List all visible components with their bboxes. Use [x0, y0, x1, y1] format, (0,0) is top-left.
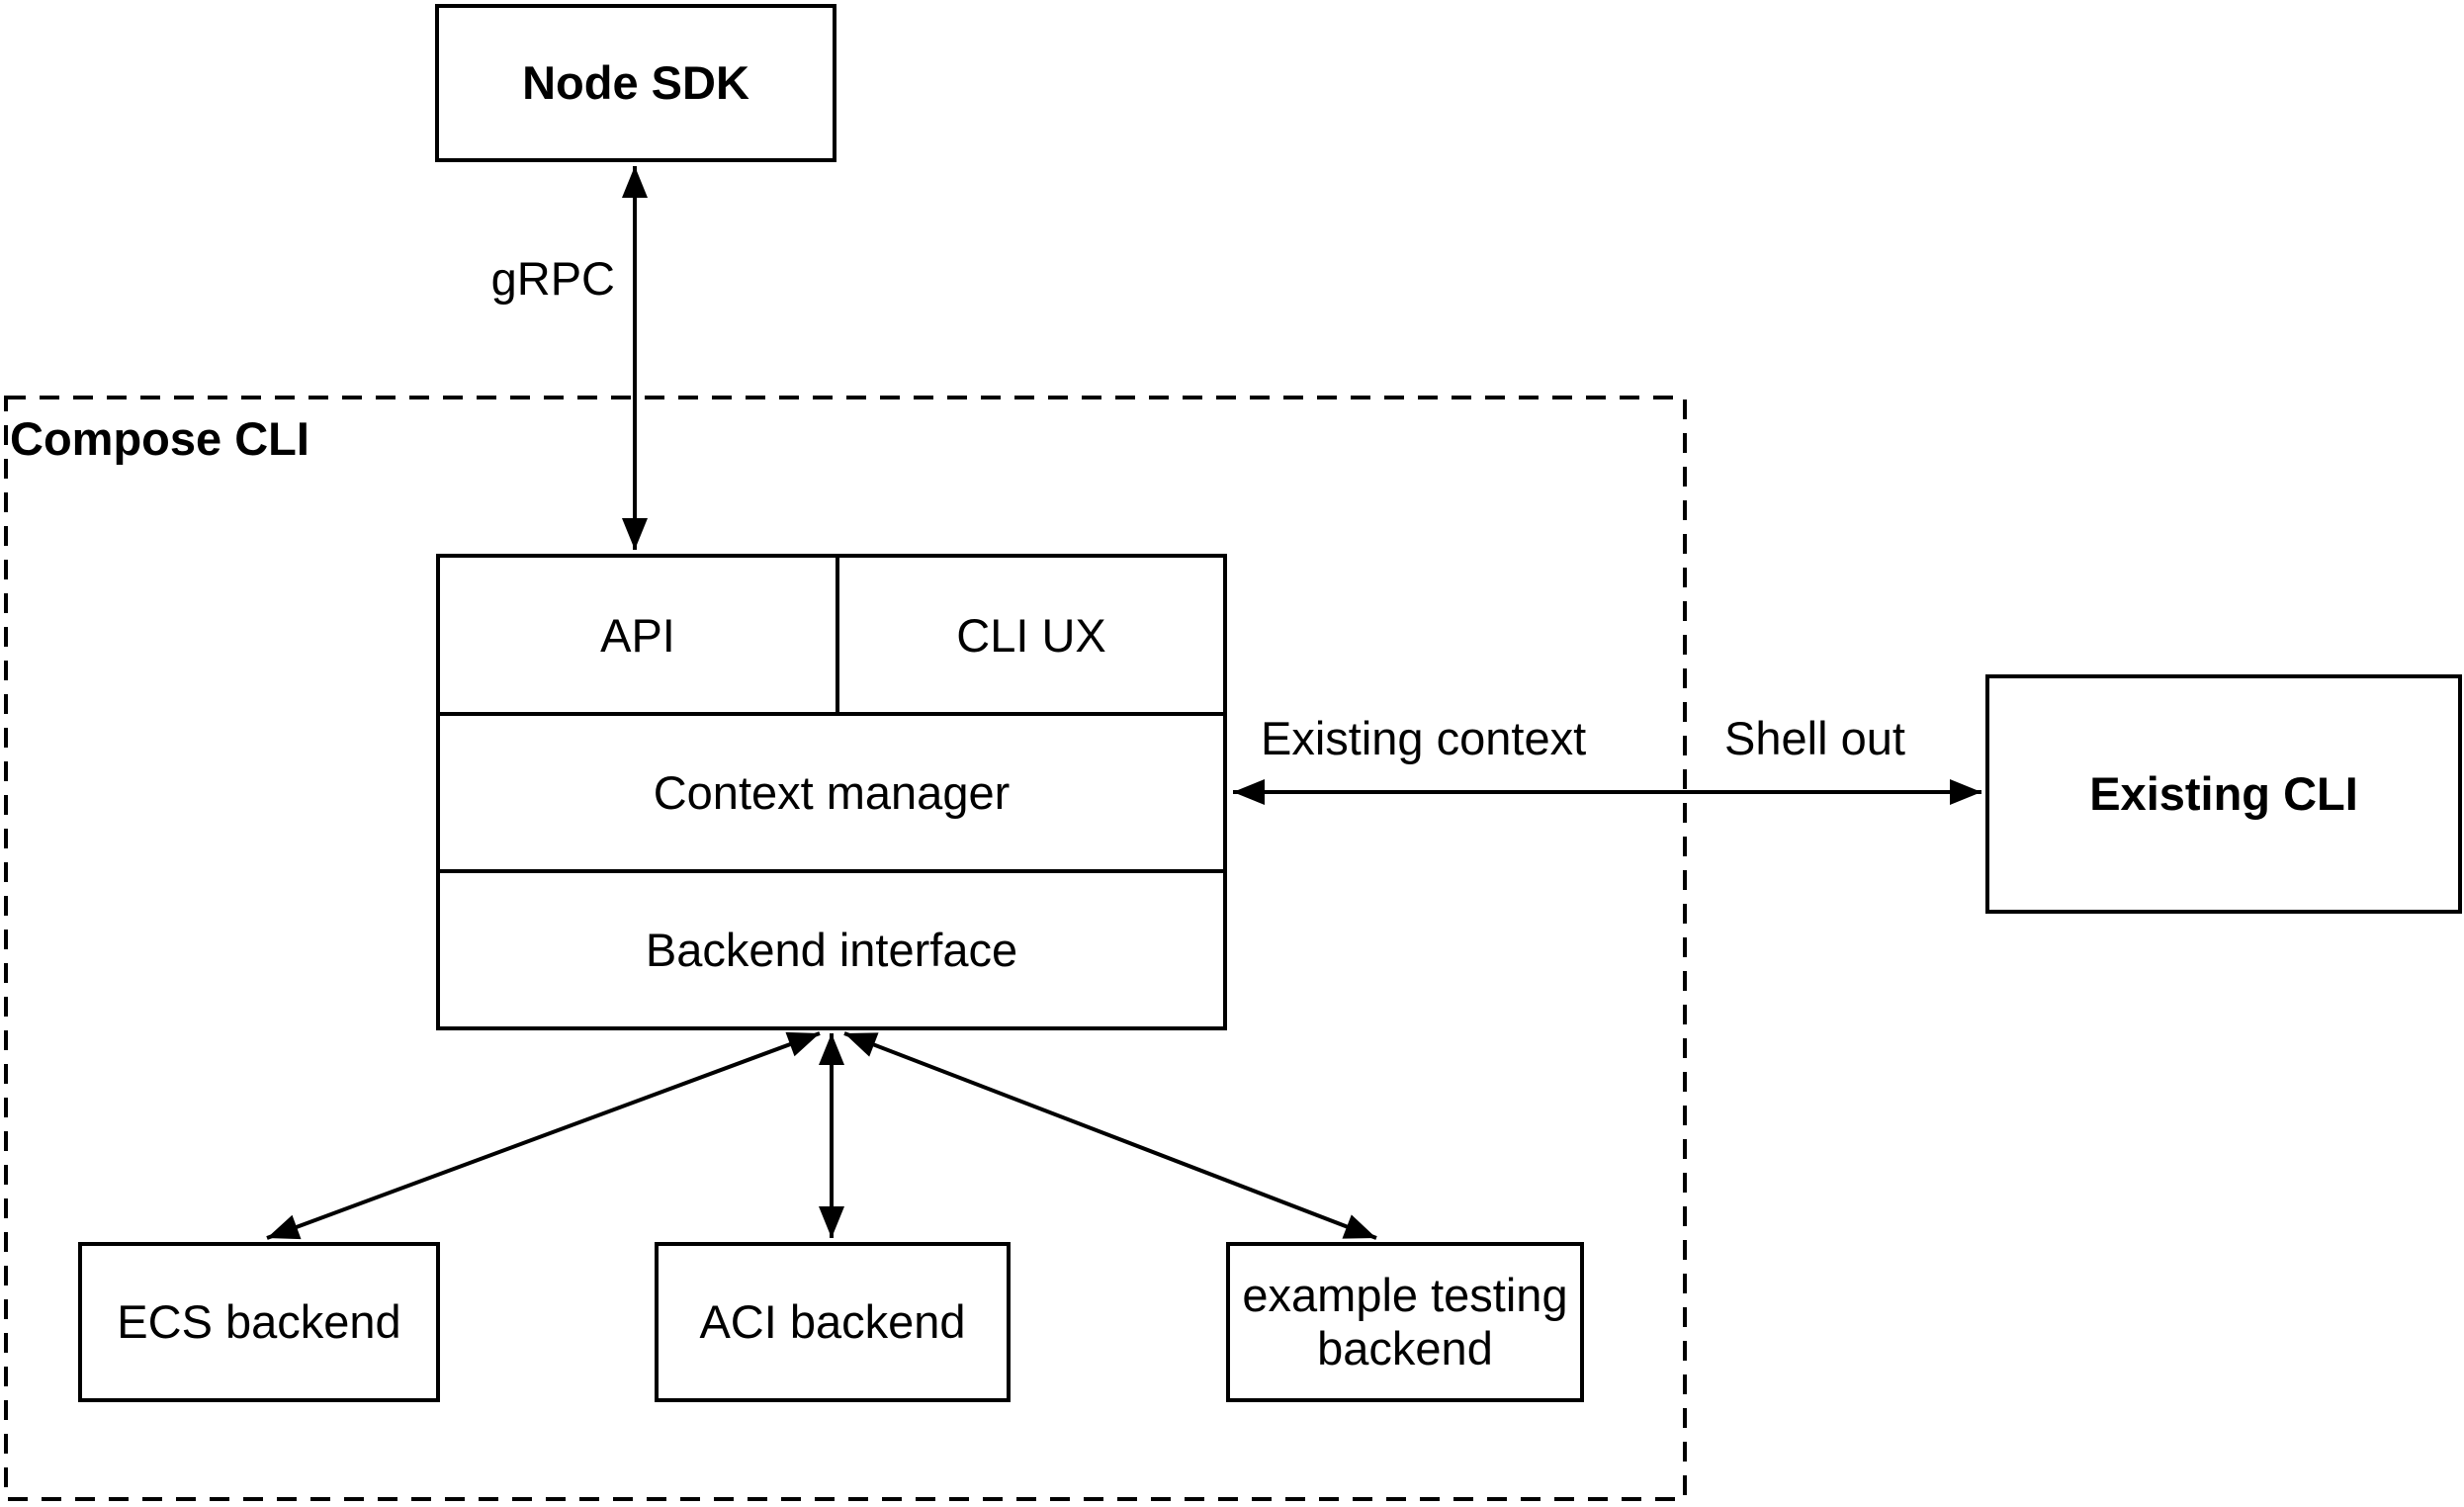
node-sdk-label: Node SDK — [522, 55, 749, 109]
example-testing-backend-box: example testing backend — [1226, 1242, 1584, 1402]
example-testing-backend-arrow — [843, 1031, 1377, 1240]
existing-cli-label: Existing CLI — [2089, 766, 2358, 820]
stack-row-top: API CLI UX — [440, 558, 1223, 712]
ecs-backend-label: ECS backend — [117, 1294, 401, 1348]
aci-backend-box: ACI backend — [655, 1242, 1011, 1402]
ecs-backend-arrow — [266, 1031, 821, 1240]
backend-interface-label: Backend interface — [645, 924, 1018, 976]
aci-backend-label: ACI backend — [699, 1294, 966, 1348]
compose-stack-box: API CLI UX Context manager Backend inter… — [436, 554, 1227, 1030]
node-sdk-box: Node SDK — [435, 4, 836, 162]
existing-context-edge-label: Existing context — [1261, 712, 1587, 764]
cli-ux-label: CLI UX — [956, 608, 1106, 662]
example-testing-backend-label: example testing backend — [1242, 1268, 1568, 1374]
cli-ux-cell: CLI UX — [839, 558, 1223, 712]
compose-cli-group-label: Compose CLI — [10, 412, 309, 465]
api-label: API — [600, 608, 675, 662]
existing-cli-box: Existing CLI — [1985, 674, 2462, 914]
backend-interface-cell: Backend interface — [440, 869, 1223, 1026]
api-cell: API — [440, 558, 839, 712]
context-manager-cell: Context manager — [440, 712, 1223, 869]
grpc-edge-label: gRPC — [490, 252, 615, 305]
context-manager-label: Context manager — [653, 766, 1011, 819]
ecs-backend-box: ECS backend — [78, 1242, 440, 1402]
shell-out-edge-label: Shell out — [1724, 712, 1905, 764]
